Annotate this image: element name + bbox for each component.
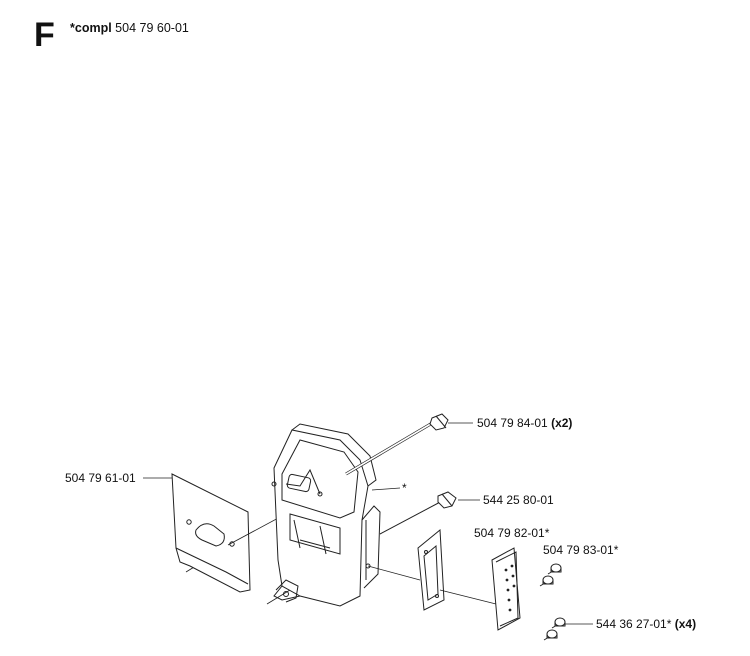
part-label-screen-cover: 504 79 83-01* (543, 543, 618, 557)
part-label-gasket-plate: 504 79 61-01 (65, 471, 136, 485)
short-screw-part (379, 491, 457, 535)
assembly-header: *compl 504 79 60-01 (70, 21, 189, 35)
assembly-label: *compl (70, 21, 112, 35)
part-quantity: (x4) (674, 617, 697, 631)
part-label-short-screw: 544 25 80-01 (483, 493, 554, 507)
small-screws-part (539, 563, 566, 641)
gasket-plate-part (171, 473, 251, 593)
part-number: 504 79 84-01 (477, 416, 548, 430)
part-quantity: (x2) (551, 416, 573, 430)
gasket-part (417, 528, 445, 611)
section-letter: F (34, 16, 55, 54)
screen-cover-part (491, 547, 521, 631)
long-bolt-part (345, 413, 449, 476)
part-label-small-screw: 544 36 27-01* (x4) (596, 617, 696, 631)
part-number: 544 36 27-01* (596, 617, 672, 631)
part-number: 504 79 82-01* (474, 526, 550, 540)
part-number: * (402, 481, 407, 495)
part-label-long-bolt: 504 79 84-01 (x2) (477, 416, 572, 430)
part-number: 504 79 61-01 (65, 471, 136, 485)
assembly-line-right-1 (367, 565, 421, 581)
part-label-gasket: 504 79 82-01* (474, 526, 549, 540)
part-label-muffler-body: * (402, 481, 407, 495)
assembly-line-right-2 (439, 589, 497, 605)
muffler-body-part (271, 423, 381, 607)
part-number: 544 25 80-01 (483, 493, 554, 507)
assembly-number: 504 79 60-01 (115, 21, 189, 35)
part-number: 504 79 83-01* (543, 543, 619, 557)
